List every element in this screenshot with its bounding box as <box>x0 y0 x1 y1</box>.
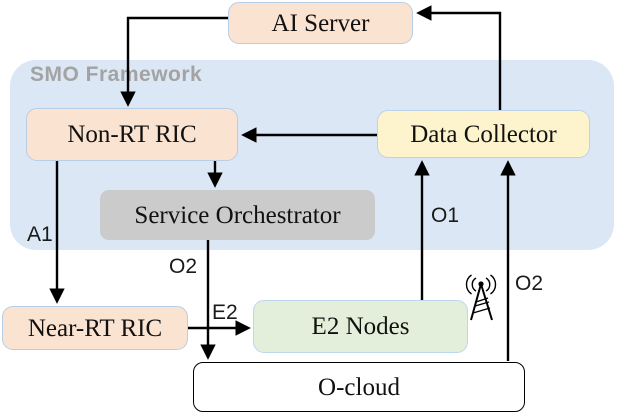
node-o-cloud-label: O-cloud <box>318 373 400 401</box>
node-e2-nodes-label: E2 Nodes <box>311 313 410 340</box>
node-o-cloud: O-cloud <box>193 362 525 412</box>
node-non-rt-ric: Non-RT RIC <box>26 108 238 161</box>
edge-label-o2-smo-to-ocloud: O2 <box>169 255 198 278</box>
smo-framework-label: SMO Framework <box>30 63 203 86</box>
edge-label-e2: E2 <box>212 301 238 324</box>
node-service-orchestrator-label: Service Orchestrator <box>134 201 341 229</box>
edge-label-o1: O1 <box>431 204 460 227</box>
node-e2-nodes: E2 Nodes <box>253 300 468 353</box>
node-data-collector-label: Data Collector <box>410 120 557 148</box>
node-data-collector: Data Collector <box>377 110 590 158</box>
cell-tower-icon <box>465 274 497 321</box>
node-non-rt-ric-label: Non-RT RIC <box>67 121 197 148</box>
edge-label-o2-ocloud-to-dc: O2 <box>515 272 544 295</box>
node-ai-server-label: AI Server <box>271 9 370 37</box>
edge-label-a1: A1 <box>27 223 53 246</box>
node-near-rt-ric: Near-RT RIC <box>2 306 188 350</box>
node-service-orchestrator: Service Orchestrator <box>100 190 375 240</box>
node-near-rt-ric-label: Near-RT RIC <box>27 314 163 342</box>
node-ai-server: AI Server <box>228 2 413 44</box>
